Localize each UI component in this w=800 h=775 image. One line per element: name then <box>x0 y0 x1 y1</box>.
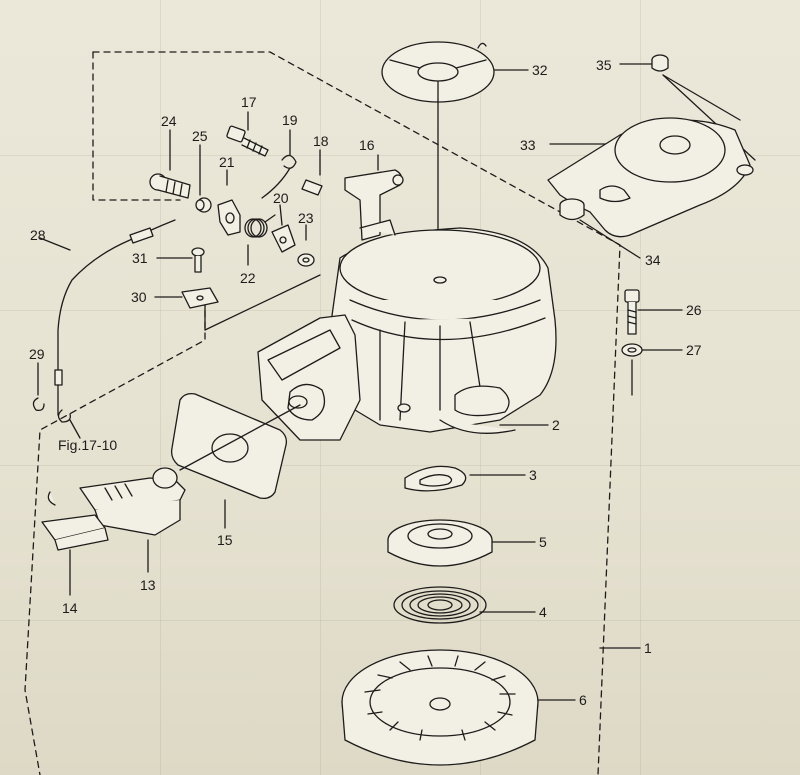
callout-27: 27 <box>686 342 702 358</box>
part-3-seal <box>404 465 467 492</box>
part-22-spring <box>244 214 276 238</box>
callout-32: 32 <box>532 62 548 78</box>
part-29-clip <box>32 397 71 423</box>
part-2-housing <box>329 227 557 434</box>
callout-1: 1 <box>644 640 652 656</box>
part-28-cable <box>54 219 176 416</box>
callout-19: 19 <box>282 112 298 128</box>
rope-line <box>179 404 301 471</box>
callout-5: 5 <box>539 534 547 550</box>
callout-4: 4 <box>539 604 547 620</box>
part-26-bolt <box>624 289 640 335</box>
part-14-insert <box>41 514 109 551</box>
grid-line <box>0 465 800 466</box>
callout-14: 14 <box>62 600 78 616</box>
callout-24: 24 <box>161 113 177 129</box>
part-16-lever <box>344 169 404 241</box>
assembly-boundary-dashed <box>92 51 621 775</box>
callout-23: 23 <box>298 210 314 226</box>
part-32-plate <box>381 41 495 103</box>
callout-31: 31 <box>132 250 148 266</box>
part-20-lever <box>271 224 296 253</box>
part-33-cover <box>547 117 754 238</box>
callout-22: 22 <box>240 270 256 286</box>
part-34-grommet <box>559 198 585 221</box>
callout-6: 6 <box>579 692 587 708</box>
callout-30: 30 <box>131 289 147 305</box>
callout-29: 29 <box>29 346 45 362</box>
part-4-spring <box>393 586 487 624</box>
callout-2: 2 <box>552 417 560 433</box>
part-17-screw <box>226 125 269 157</box>
callout-21: 21 <box>219 154 235 170</box>
callout-34: 34 <box>645 252 661 268</box>
callout-28: 28 <box>30 227 46 243</box>
part-30-clamp <box>181 287 219 309</box>
callout-26: 26 <box>686 302 702 318</box>
grid-line <box>640 0 641 775</box>
part-35-nut <box>651 54 669 72</box>
callout-33: 33 <box>520 137 536 153</box>
part-15-plate <box>170 392 288 500</box>
part-5-reel <box>387 519 493 567</box>
figure-reference: Fig.17-10 <box>58 437 118 453</box>
callout-15: 15 <box>217 532 233 548</box>
callout-35: 35 <box>596 57 612 73</box>
assembly-boundary-dashed <box>92 51 181 201</box>
assembly-boundary-dashed <box>24 299 206 775</box>
callout-17: 17 <box>241 94 257 110</box>
callout-16: 16 <box>359 137 375 153</box>
callout-20: 20 <box>273 190 289 206</box>
part-18-pin <box>301 179 323 196</box>
callout-18: 18 <box>313 133 329 149</box>
grid-line <box>0 620 800 621</box>
part-19-spring <box>261 154 297 199</box>
callout-13: 13 <box>140 577 156 593</box>
callout-3: 3 <box>529 467 537 483</box>
part-23-washer <box>297 253 315 267</box>
part-13-handle <box>47 467 186 536</box>
part-27-washer <box>621 343 643 357</box>
callout-25: 25 <box>192 128 208 144</box>
grid-line <box>160 0 161 775</box>
grid-line <box>0 155 800 156</box>
housing-arm <box>257 314 361 441</box>
part-31-screw <box>191 247 205 273</box>
part-21-bracket <box>217 199 241 236</box>
part-25-collar <box>195 197 212 213</box>
part-6-pulley <box>341 649 539 766</box>
part-24-bolt <box>149 173 191 199</box>
